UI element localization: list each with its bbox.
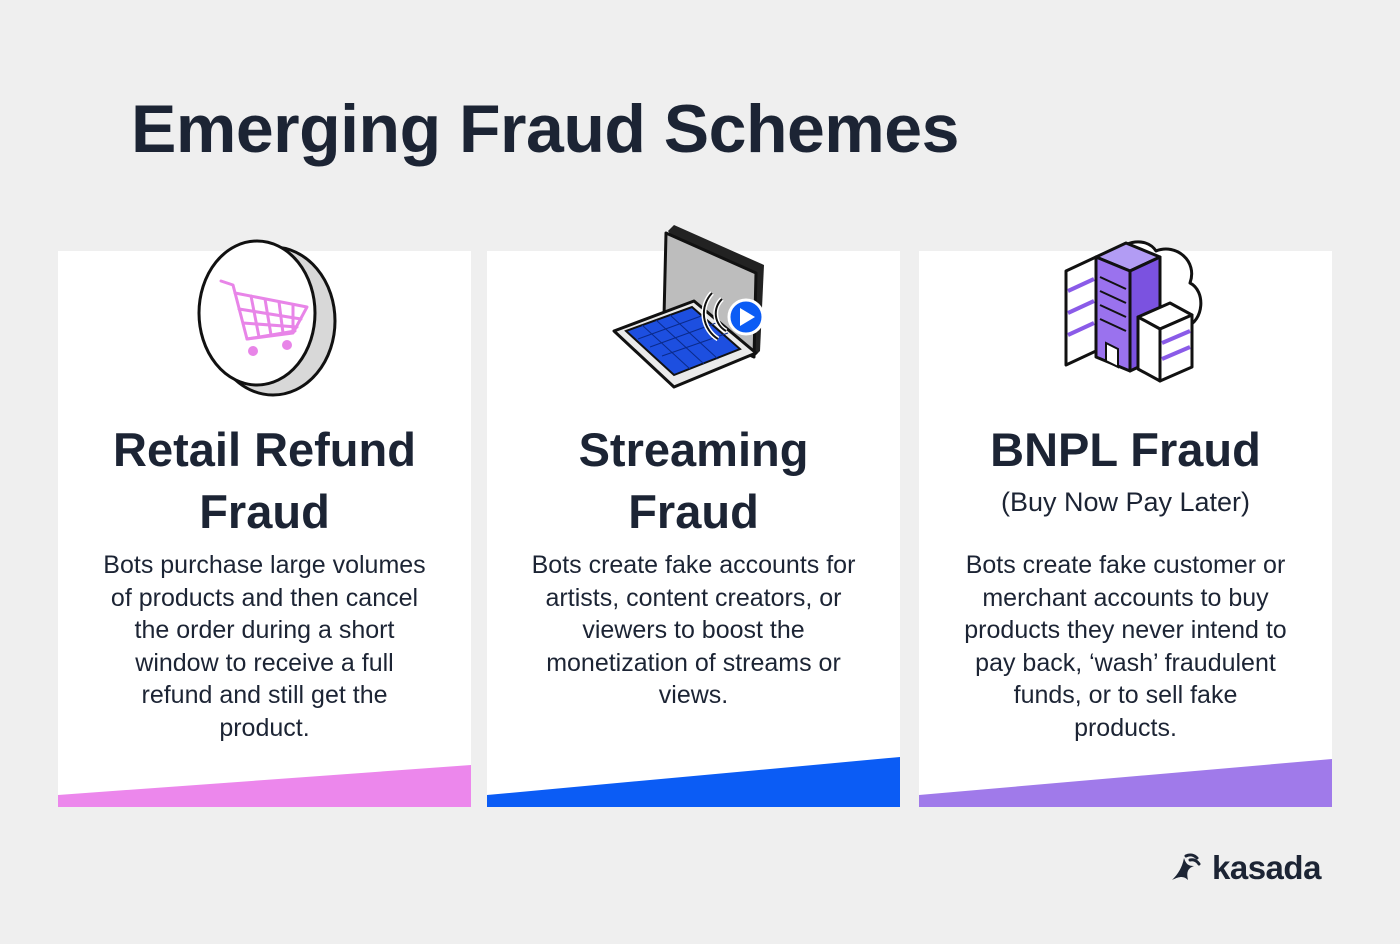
card-description: Bots create fake customer or merchant ac… [964,551,1287,742]
brand-name: kasada [1212,849,1321,886]
card-description: Bots create fake accounts for artists, c… [531,551,856,710]
kasada-logo: kasada [1168,848,1321,888]
card-subtitle: (Buy Now Pay Later) [1000,487,1251,517]
accent-band [487,757,900,807]
accent-band [919,759,1332,807]
building-cloud-icon [1064,240,1202,383]
card-bnpl-fraud: BNPL Fraud (Buy Now Pay Later) Bots crea… [919,240,1332,807]
accent-band [58,765,471,807]
card-description: Bots purchase large volumes of products … [103,551,426,742]
laptop-streaming-icon [612,225,764,389]
page-title: Emerging Fraud Schemes [131,91,959,167]
shopping-cart-icon [197,239,336,397]
kasada-logo-icon [1172,853,1201,880]
card-title: BNPL Fraud [990,423,1261,476]
